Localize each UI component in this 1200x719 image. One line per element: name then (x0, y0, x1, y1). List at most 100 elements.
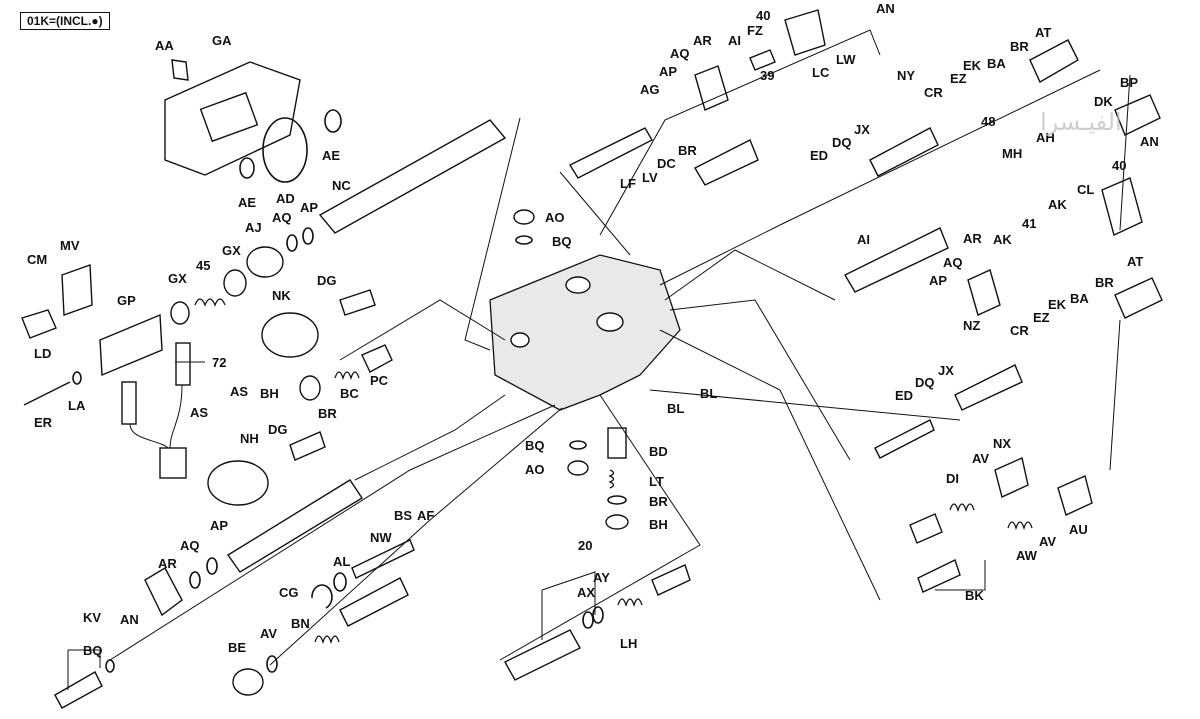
explode-line-3 (464, 117, 521, 351)
part-nh-solenoid (207, 460, 269, 506)
label-ao-2: AO (525, 462, 545, 477)
label-as-2: AS (190, 405, 208, 420)
part-er-bolt (23, 381, 71, 406)
label-dk: DK (1094, 94, 1113, 109)
label-jx-2: JX (938, 363, 954, 378)
explode-line-7 (664, 249, 836, 301)
label-ed-1: ED (810, 148, 828, 163)
label-bq-1: BQ (83, 643, 103, 658)
label-ao-1: AO (545, 210, 565, 225)
label-ap-3: AP (659, 64, 677, 79)
label-dg-1: DG (317, 273, 337, 288)
part-nk-solenoid (261, 312, 319, 358)
label-br-3: BR (1010, 39, 1029, 54)
label-cm: CM (27, 252, 47, 267)
part-dg-sleeve-2 (289, 431, 326, 461)
label-aa: AA (155, 38, 174, 53)
part-dg-sleeve-1 (339, 289, 376, 316)
part-ao-cap-top (513, 209, 535, 225)
label-ny: NY (897, 68, 915, 83)
label-an-2: AN (876, 1, 895, 16)
part-labels: AA GA AE AD AE NC AJ AQ AP GX 45 GX NK D… (27, 1, 1159, 658)
label-nk: NK (272, 288, 291, 303)
label-av-3: AV (1039, 534, 1056, 549)
label-ak-2: AK (993, 232, 1012, 247)
part-ax-ring (582, 611, 594, 629)
label-bh-1: BH (260, 386, 279, 401)
label-ed-2: ED (895, 388, 913, 403)
part-40-flange-top (784, 9, 826, 56)
label-lf: LF (620, 176, 636, 191)
part-aw-spring (1007, 521, 1033, 531)
label-kv: KV (83, 610, 101, 625)
label-fz: FZ (747, 23, 763, 38)
label-gx-1: GX (222, 243, 241, 258)
explode-line-15 (1109, 319, 1121, 471)
label-be: BE (228, 640, 246, 655)
label-br-4: BR (678, 143, 697, 158)
part-45-spring (194, 298, 226, 307)
part-72-terminal (175, 342, 191, 386)
bracket-bk (935, 560, 986, 591)
label-lt: LT (649, 474, 664, 489)
part-ao-cap-mid (567, 460, 589, 476)
explode-line-10 (499, 394, 701, 661)
label-ba-1: BA (987, 56, 1006, 71)
label-45: 45 (196, 258, 210, 273)
label-an-1: AN (120, 612, 139, 627)
part-bc-spring (334, 371, 360, 381)
label-ax: AX (577, 585, 595, 600)
label-aq-3: AQ (670, 46, 690, 61)
label-as-1: AS (230, 384, 248, 399)
part-aj-cap (246, 246, 284, 278)
part-terminal-lower (121, 381, 137, 425)
label-ar-1: AR (158, 556, 177, 571)
part-ga-window (199, 91, 259, 143)
part-gx-ring (170, 301, 190, 325)
part-ap-ring (302, 227, 314, 245)
part-al-ring (333, 572, 347, 592)
part-ar-flange-top (694, 65, 729, 111)
label-nx: NX (993, 436, 1011, 451)
part-upper-spool (318, 119, 507, 234)
label-di: DI (946, 471, 959, 486)
label-dq-1: DQ (832, 135, 852, 150)
label-aq-1: AQ (272, 210, 292, 225)
label-nz: NZ (963, 318, 980, 333)
part-valve-port-3 (510, 332, 530, 348)
part-bh-plug (299, 375, 321, 401)
label-at-2: AT (1127, 254, 1143, 269)
part-ar-flange-right (967, 269, 1001, 316)
label-dc: DC (657, 156, 676, 171)
part-nx-cap (994, 457, 1029, 498)
label-br-5: BR (1095, 275, 1114, 290)
label-nc: NC (332, 178, 351, 193)
label-lv: LV (642, 170, 658, 185)
part-kv-stem (54, 671, 103, 709)
part-valve-port-1 (565, 276, 591, 294)
label-bp: BP (1120, 75, 1138, 90)
label-bq-3: BQ (525, 438, 545, 453)
label-bc: BC (340, 386, 359, 401)
label-gx-2: GX (168, 271, 187, 286)
label-ay: AY (593, 570, 610, 585)
label-au: AU (1069, 522, 1088, 537)
label-cl: CL (1077, 182, 1094, 197)
part-lh-sleeve (651, 564, 691, 596)
explode-line-9 (659, 329, 881, 601)
label-dg-2: DG (268, 422, 288, 437)
part-ap-ring-low (206, 557, 218, 575)
label-ga: GA (212, 33, 232, 48)
label-bh-2: BH (649, 517, 668, 532)
label-bl-1: BL (700, 386, 717, 401)
part-mv-bracket (61, 264, 93, 316)
part-disc-right (909, 513, 943, 544)
label-lw: LW (836, 52, 856, 67)
part-aq-ring-low (189, 571, 201, 589)
explode-line-14 (1119, 74, 1131, 231)
label-al: AL (333, 554, 350, 569)
part-gp-plate (99, 313, 163, 377)
label-72: 72 (212, 355, 226, 370)
label-aw: AW (1016, 548, 1038, 563)
label-br-2: BR (649, 494, 668, 509)
